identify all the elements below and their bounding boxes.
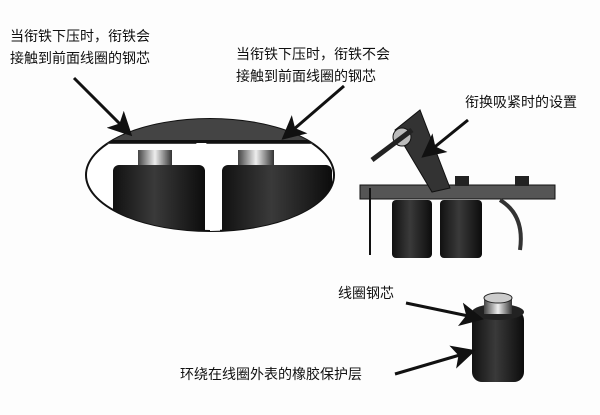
- arrow-armature-no-touch: [281, 84, 345, 140]
- label-line: 当衔铁下压时，衔铁不会: [236, 47, 390, 63]
- arrow-coil-core: [405, 301, 484, 327]
- coil-illustration: [472, 292, 524, 382]
- tattoo-machine: [359, 109, 556, 258]
- label-line: 接触到前面线圈的钢芯: [10, 51, 150, 67]
- label-armature-touch: 当衔铁下压时，衔铁会 接触到前面线圈的钢芯: [10, 26, 150, 70]
- arrow-armature-touch: [72, 76, 133, 137]
- label-coil-core: 线圈钢芯: [338, 286, 394, 302]
- arrow-rubber-cover: [394, 345, 476, 376]
- label-rubber-cover: 环绕在线圈外表的橡胶保护层: [180, 367, 362, 383]
- label-armature-closed: 衔换吸紧时的设置: [465, 95, 577, 111]
- label-armature-no-touch: 当衔铁下压时，衔铁不会 接触到前面线圈的钢芯: [236, 44, 390, 88]
- label-line: 当衔铁下压时，衔铁会: [10, 29, 150, 45]
- magnified-view: [85, 118, 335, 232]
- label-line: 接触到前面线圈的钢芯: [236, 69, 376, 85]
- arrow-armature-closed: [421, 118, 469, 158]
